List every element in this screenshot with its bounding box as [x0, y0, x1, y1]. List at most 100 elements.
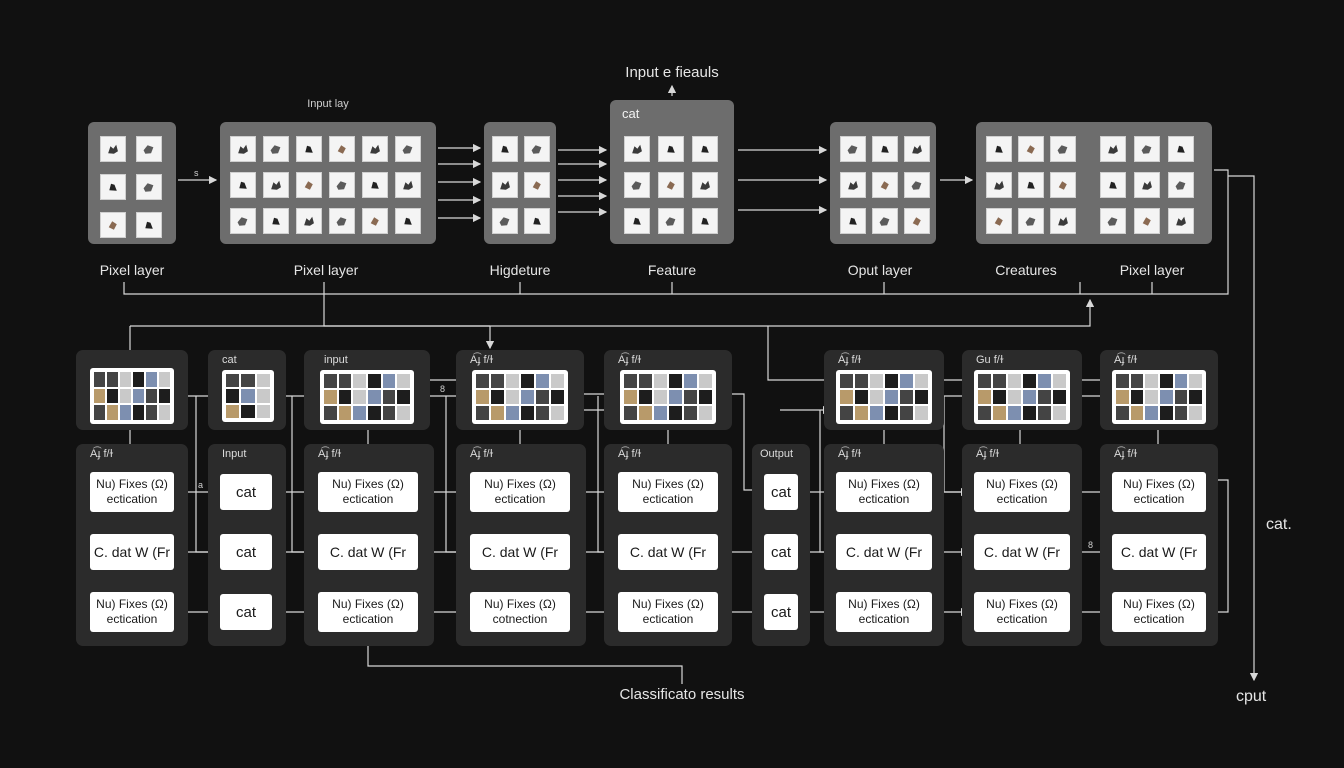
column-bottom-title: A͡ɟ f/ɫ: [976, 448, 1000, 460]
image-grid: [986, 136, 1076, 234]
block-line-2: ectication: [1133, 492, 1185, 506]
fixes-activation-block: Nu) Fixes (Ω)ectication: [618, 472, 718, 512]
mosaic-card: [836, 370, 932, 424]
column-bottom-title: A͡ɟ f/ɫ: [838, 448, 862, 460]
image-thumbnail: [1050, 136, 1076, 162]
image-thumbnail: [1050, 208, 1076, 234]
fixes-activation-block: Nu) Fixes (Ω)ectication: [1112, 592, 1206, 632]
image-thumbnail: [986, 172, 1012, 198]
mosaic-panel-col3: input: [304, 350, 430, 430]
feature-panel: cat: [610, 100, 734, 244]
feature-map-mosaic: [476, 374, 564, 420]
edge-mark: a: [198, 480, 204, 490]
cdat-block: C. dat W (Fr: [618, 534, 718, 570]
pixel-layer-label-1: Pixel layer: [99, 262, 165, 278]
mosaic-panel-col9: A͡ɟ f/ɫ: [1100, 350, 1218, 430]
image-thumbnail: [492, 208, 518, 234]
classification-results-label: Classificato results: [619, 686, 745, 703]
image-thumbnail: [1018, 136, 1044, 162]
edge-mark: s: [194, 168, 199, 178]
block-panel-col5: A͡ɟ f/ɫ Nu) Fixes (Ω)ectication C. dat W…: [604, 444, 732, 646]
image-thumbnail: [872, 172, 898, 198]
image-thumbnail: [230, 136, 256, 162]
image-thumbnail: [872, 208, 898, 234]
fixes-activation-block: Nu) Fixes (Ω)ectication: [90, 592, 174, 632]
image-thumbnail: [1168, 136, 1194, 162]
column-top-title: A͡ɟ f/ɫ: [838, 354, 862, 366]
block-panel-col1: A͡ɟ f/ɫ Nu) Fixes (Ω)ectication C. dat W…: [76, 444, 188, 646]
image-thumbnail: [329, 208, 355, 234]
pixel-layer-label-2: Pixel layer: [293, 262, 359, 278]
feature-map-mosaic: [226, 374, 270, 418]
feature-map-mosaic: [840, 374, 928, 420]
image-thumbnail: [840, 172, 866, 198]
image-thumbnail: [840, 208, 866, 234]
column-bottom-title: A͡ɟ f/ɫ: [618, 448, 642, 460]
block-line-2: ectication: [106, 612, 158, 626]
image-thumbnail: [1018, 208, 1044, 234]
feature-map-mosaic: [1116, 374, 1202, 420]
image-thumbnail: [1100, 172, 1126, 198]
block-panel-col7: A͡ɟ f/ɫ Nu) Fixes (Ω)ectication C. dat W…: [824, 444, 944, 646]
image-thumbnail: [624, 172, 650, 198]
block-line-2: ectication: [342, 492, 394, 506]
image-thumbnail: [904, 136, 930, 162]
fixes-activation-block: Nu) Fixes (Ω)ectication: [836, 472, 932, 512]
image-thumbnail: [100, 212, 126, 238]
mosaic-card: [1112, 370, 1206, 424]
image-thumbnail: [1050, 172, 1076, 198]
image-thumbnail: [658, 172, 684, 198]
fixes-activation-block: Nu) Fixes (Ω)ectication: [836, 592, 932, 632]
block-panel-col6: Output cat cat cat: [752, 444, 810, 646]
column-top-title: Gu f/ɫ: [976, 354, 1004, 366]
image-thumbnail: [692, 136, 718, 162]
cdat-block: C. dat W (Fr: [1112, 534, 1206, 570]
column-bottom-title: A͡ɟ f/ɫ: [318, 448, 342, 460]
mosaic-panel-col2: cat: [208, 350, 286, 430]
diagram-title: Input e fieauls: [625, 64, 719, 81]
column-bottom-title: Output: [760, 448, 794, 460]
mosaic-card: [320, 370, 414, 424]
image-thumbnail: [492, 136, 518, 162]
image-grid: [840, 136, 930, 234]
feature-map-mosaic: [978, 374, 1066, 420]
image-thumbnail: [296, 136, 322, 162]
image-thumbnail: [692, 208, 718, 234]
column-bottom-title: Input: [222, 448, 247, 460]
image-thumbnail: [658, 208, 684, 234]
cdat-block: C. dat W (Fr: [318, 534, 418, 570]
image-thumbnail: [624, 136, 650, 162]
creatures-panel: [976, 122, 1212, 244]
block-line-2: ectication: [642, 612, 694, 626]
mosaic-panel-col8: Gu f/ɫ: [962, 350, 1082, 430]
block-line-2: ectication: [858, 492, 910, 506]
image-thumbnail: [263, 136, 289, 162]
block-line-2: ectication: [106, 492, 158, 506]
fixes-activation-block: Nu) Fixes (Ω)ectication: [318, 592, 418, 632]
fixes-activation-block: Nu) Fixes (Ω)ectication: [470, 472, 570, 512]
image-thumbnail: [230, 172, 256, 198]
mosaic-card: [620, 370, 716, 424]
pixel-layer-panel-2: [220, 122, 436, 244]
image-grid: [1100, 136, 1194, 234]
image-thumbnail: [263, 172, 289, 198]
cat-block: cat: [220, 534, 272, 570]
block-line-1: Nu) Fixes (Ω): [632, 477, 704, 491]
cdat-block: C. dat W (Fr: [974, 534, 1070, 570]
cat-block: cat: [764, 534, 798, 570]
mosaic-panel-col7: A͡ɟ f/ɫ: [824, 350, 944, 430]
image-thumbnail: [524, 208, 550, 234]
side-cat-label: cat.: [1266, 516, 1292, 533]
image-thumbnail: [524, 136, 550, 162]
feature-map-mosaic: [324, 374, 410, 420]
hidden-feature-label: Higdeture: [489, 262, 551, 278]
image-thumbnail: [658, 136, 684, 162]
image-thumbnail: [1100, 136, 1126, 162]
connection-block: Nu) Fixes (Ω)cotnection: [470, 592, 570, 632]
block-panel-col8: A͡ɟ f/ɫ Nu) Fixes (Ω)ectication C. dat W…: [962, 444, 1082, 646]
block-line-2: ectication: [858, 612, 910, 626]
mosaic-card: [472, 370, 568, 424]
feature-panel-caption: cat: [622, 106, 640, 121]
image-thumbnail: [1134, 172, 1160, 198]
block-line-1: Nu) Fixes (Ω): [484, 597, 556, 611]
